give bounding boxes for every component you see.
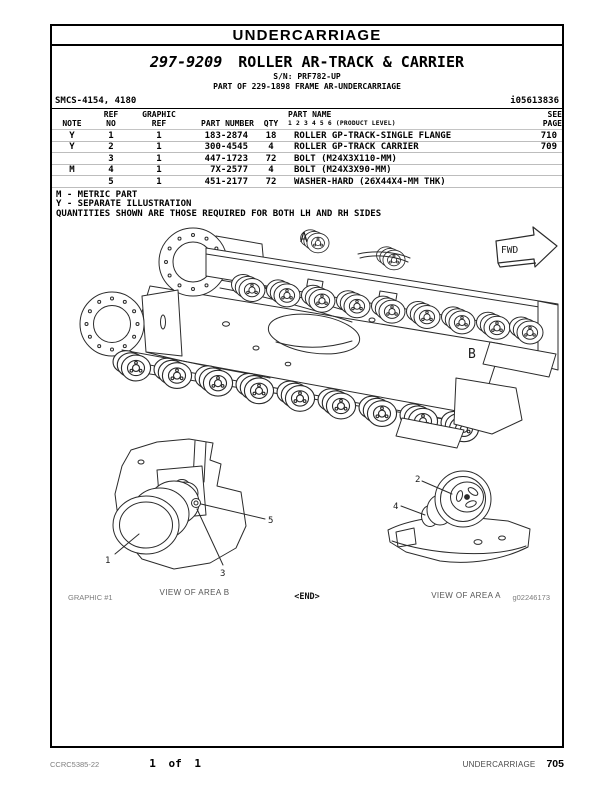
cell-part-number: 183-2874 (204, 130, 248, 141)
callout-1: 1 (105, 556, 110, 566)
cell-see-page (518, 163, 562, 164)
col-ref-no: REF NO (103, 110, 119, 128)
col-graphic-ref: GRAPHIC REF (142, 110, 176, 128)
cell-ref-no: 1 (108, 130, 114, 141)
callout-3: 3 (220, 569, 225, 579)
meta-row: SMCS-4154, 4180 i05613836 (52, 91, 562, 109)
section-title: UNDERCARRIAGE (232, 26, 382, 44)
page-frame: UNDERCARRIAGE 297-9209 ROLLER AR-TRACK & … (50, 24, 564, 748)
callout-4: 4 (393, 502, 398, 512)
table-row: Y 1 1 183-2874 18 ROLLER GP-TRACK-SINGLE… (52, 130, 562, 142)
view-of-area-a: 2 4 VIEW OF AREA A (380, 454, 552, 600)
graphic-id: g02246173 (512, 592, 550, 602)
cell-qty: 18 (265, 130, 277, 141)
assembly-title: 297-9209 ROLLER AR-TRACK & CARRIER (52, 53, 562, 71)
page-footer: CCRC5385-22 1 of 1 UNDERCARRIAGE 705 (50, 757, 564, 770)
page-indicator: 1 of 1 (149, 757, 201, 770)
col-part-number: PART NUMBER (201, 118, 254, 128)
cell-part-number: 7X-2577 (210, 165, 248, 175)
lower-idler-hub (79, 289, 183, 357)
cell-graphic-ref: 1 (156, 165, 162, 175)
col-part-name: PART NAME 1 2 3 4 5 6 (PRODUCT LEVEL) (288, 109, 518, 129)
note-quantities: QUANTITIES SHOWN ARE THOSE REQUIRED FOR … (56, 209, 382, 220)
cell-graphic-ref: 1 (156, 153, 162, 164)
footer-section: UNDERCARRIAGE (462, 760, 536, 769)
cell-qty: 72 (265, 153, 277, 164)
cell-note (52, 186, 92, 187)
area-b-label: B (468, 347, 476, 362)
cell-part-number: 300-4545 (204, 142, 248, 152)
cell-part-name: BOLT (M24X3X110-MM) (294, 153, 397, 164)
doc-id: i05613836 (510, 96, 559, 106)
cell-part-number: 447-1723 (204, 153, 248, 164)
callout-5: 5 (268, 516, 273, 526)
cell-part-name: WASHER-HARD (26X44X4-MM THK) (294, 176, 446, 187)
table-notes: M - METRIC PART Y - SEPARATE ILLUSTRATIO… (52, 188, 562, 220)
assembly-part-number: 297-9209 (149, 53, 223, 71)
cell-ref-no: 5 (108, 176, 114, 187)
fwd-arrow-icon (495, 226, 558, 268)
cell-graphic-ref: 1 (156, 142, 162, 152)
table-row: Y 2 1 300-4545 4 ROLLER GP-TRACK CARRIER… (52, 142, 562, 153)
table-header-row: NOTE REF NO GRAPHIC REF PART NUMBER QTY … (52, 109, 562, 130)
guard-plates (395, 341, 557, 449)
callout-2: 2 (415, 475, 420, 485)
cell-note (52, 163, 92, 164)
parts-table: NOTE REF NO GRAPHIC REF PART NUMBER QTY … (52, 109, 562, 188)
graphic-area: A B FWD (52, 220, 562, 612)
table-row: 5 1 451-2177 72 WASHER-HARD (26X44X4-MM … (52, 176, 562, 188)
end-marker: <END> (294, 591, 320, 602)
main-assembly-diagram: A B FWD (79, 226, 559, 449)
col-note: NOTE (62, 118, 82, 128)
cell-graphic-ref: 1 (156, 130, 162, 141)
area-a-label: A (300, 231, 308, 246)
cell-part-name: ROLLER GP-TRACK CARRIER (294, 142, 419, 152)
cell-note: Y (69, 130, 75, 141)
fwd-label: FWD (501, 245, 518, 256)
col-qty: QTY (263, 118, 279, 128)
carrier-roller (376, 246, 406, 271)
cell-qty: 4 (268, 142, 274, 152)
footer-right: UNDERCARRIAGE 705 (463, 758, 564, 770)
view-b-caption: VIEW OF AREA B (159, 587, 230, 597)
footer-page-number: 705 (546, 758, 564, 770)
cell-part-name: ROLLER GP-TRACK-SINGLE FLANGE (294, 130, 452, 141)
cell-ref-no: 2 (108, 142, 114, 152)
media-number: CCRC5385-22 (50, 760, 100, 769)
cell-qty: 72 (265, 176, 277, 187)
cell-see-page: 709 (540, 142, 557, 152)
cell-see-page (518, 175, 562, 176)
cell-qty: 4 (268, 165, 274, 175)
cell-ref-no: 3 (108, 153, 114, 164)
front-idler-hub (158, 227, 267, 297)
cell-graphic-ref: 1 (156, 176, 162, 187)
view-of-area-b: 1 3 5 VIEW OF AREA B (97, 436, 292, 597)
section-header-band: UNDERCARRIAGE (52, 26, 562, 46)
cell-see-page: 710 (540, 130, 557, 141)
col-product-level: 1 2 3 4 5 6 (PRODUCT LEVEL) (288, 119, 396, 127)
smcs-code: SMCS-4154, 4180 (55, 96, 137, 106)
note-metric: M - METRIC PART (56, 189, 138, 200)
assembly-name: ROLLER AR-TRACK & CARRIER (238, 53, 465, 71)
cell-ref-no: 4 (108, 165, 114, 175)
view-a-diagram: 2 4 (387, 470, 531, 563)
cell-part-number: 451-2177 (204, 176, 248, 187)
note-separate-illustration: Y - SEPARATE ILLUSTRATION (56, 199, 192, 210)
graphic-footer-line: GRAPHIC #1 <END> g02246173 (64, 592, 550, 604)
cell-see-page (518, 186, 562, 187)
cell-note: Y (69, 142, 75, 152)
serial-number-line: S/N: PRF782-UP (273, 72, 341, 81)
view-b-diagram: 1 3 5 (105, 438, 273, 579)
table-row: M 4 1 7X-2577 4 BOLT (M24X3X90-MM) (52, 165, 562, 176)
view-a-caption: VIEW OF AREA A (431, 590, 501, 600)
graphic-number-label: GRAPHIC #1 (68, 592, 113, 602)
part-of-line: PART OF 229-1898 FRAME AR-UNDERCARRIAGE (213, 82, 401, 91)
cell-note: M (69, 165, 75, 175)
table-row: 3 1 447-1723 72 BOLT (M24X3X110-MM) (52, 153, 562, 165)
cell-part-name: BOLT (M24X3X90-MM) (294, 165, 392, 175)
col-see-page: SEE PAGE (542, 110, 562, 128)
